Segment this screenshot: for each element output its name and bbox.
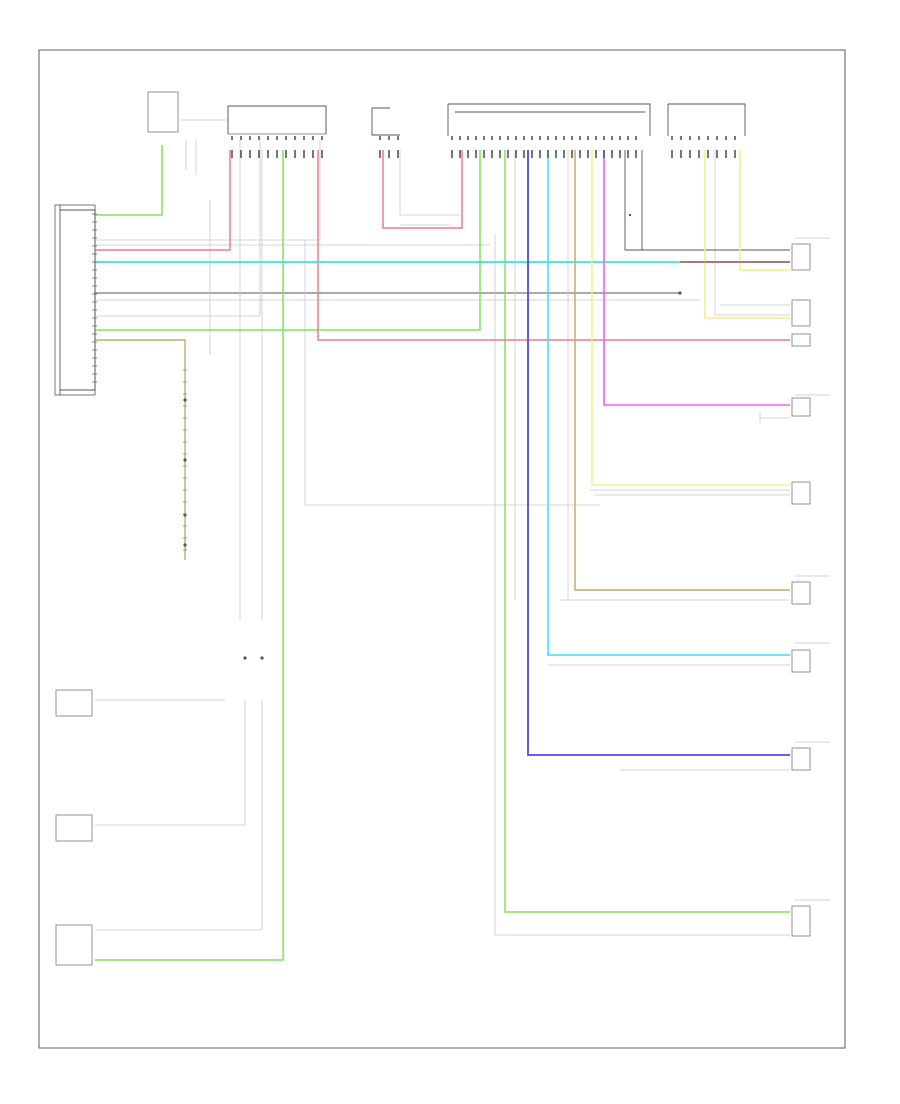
wire-cyan-2 <box>547 150 790 656</box>
wire-yellow-2 <box>739 150 790 271</box>
wire-red-2 <box>317 150 790 341</box>
wire-magenta-1 <box>603 150 790 406</box>
wire-green-4 <box>504 150 790 913</box>
wire-red-3 <box>382 150 463 229</box>
gray-wires <box>60 119 790 936</box>
component-connector-far-right <box>667 103 746 136</box>
wire-blue-1 <box>527 150 790 756</box>
wire-yellow-1 <box>704 150 790 319</box>
wire-red-1 <box>95 150 231 251</box>
connector-pins <box>92 136 736 551</box>
component-connector-top-right <box>447 103 651 136</box>
component-junction-top-left <box>147 91 327 135</box>
wire-tan-2 <box>574 150 790 591</box>
component-splices <box>183 213 682 660</box>
component-ecm-left <box>54 204 96 396</box>
wire-tan-1 <box>95 339 186 560</box>
wire-green-2 <box>95 150 481 331</box>
diagram-frame <box>38 49 846 1049</box>
wire-green-3 <box>95 150 284 961</box>
component-connector-top-mid <box>371 107 400 136</box>
wire-green-1 <box>95 145 163 216</box>
wire-yellow-3 <box>591 150 790 486</box>
component-right-boxes <box>791 237 830 937</box>
colored-wires <box>95 145 790 961</box>
component-bottom-sensors <box>55 689 93 966</box>
